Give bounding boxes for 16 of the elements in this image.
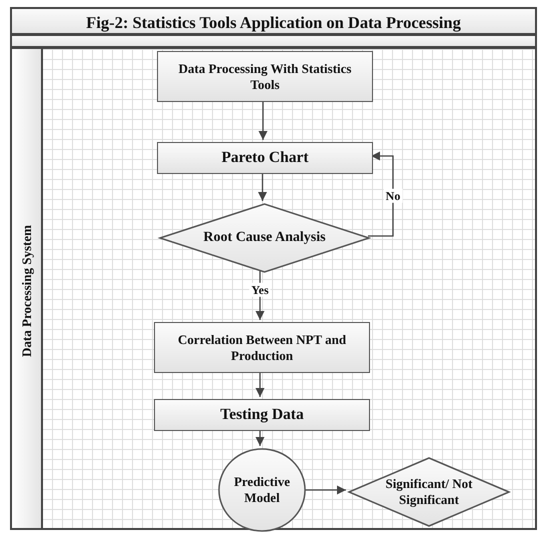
- swimlane: [10, 47, 537, 530]
- process-box: [157, 142, 373, 174]
- node-label: Correlation Between NPT and Production: [176, 332, 348, 364]
- node-label: Root Cause Analysis: [203, 230, 326, 246]
- node-label: Data Processing With Statistics Tools: [178, 60, 352, 92]
- lane-label: Data Processing System: [19, 224, 35, 356]
- node-label: Significant/ Not Significant: [384, 476, 474, 508]
- node-label: Predictive Model: [232, 474, 292, 506]
- node-label: Testing Data: [220, 406, 304, 424]
- edge-label: No: [384, 188, 402, 204]
- edge-label: Yes: [249, 282, 271, 297]
- process-box: [154, 399, 370, 431]
- diagram-title: Fig-2: Statistics Tools Application on Data Processing: [10, 7, 537, 35]
- node-label: Pareto Chart: [221, 148, 309, 168]
- process-box: [154, 322, 370, 373]
- process-box: [157, 51, 373, 102]
